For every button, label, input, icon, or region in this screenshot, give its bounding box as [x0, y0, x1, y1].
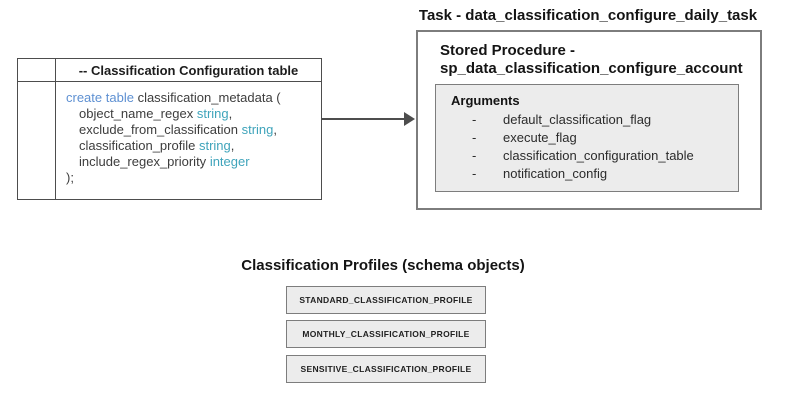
argument-item: - execute_flag	[436, 131, 738, 144]
sql-line-field: include_regex_priority integer	[66, 154, 317, 170]
sql-field-type: integer	[209, 154, 250, 169]
argument-label: classification_configuration_table	[503, 148, 694, 163]
sql-field-name: include_regex_priority	[79, 154, 207, 169]
connector-arrow-head-icon	[404, 112, 415, 126]
task-title: Task - data_classification_configure_dai…	[418, 7, 758, 24]
argument-label: execute_flag	[503, 130, 577, 145]
sql-field-name: object_name_regex	[79, 106, 194, 121]
stored-procedure-title-line1: Stored Procedure -	[440, 42, 576, 59]
sql-field-name: exclude_from_classification	[79, 122, 238, 137]
argument-label: notification_config	[503, 166, 608, 181]
dash-bullet: -	[472, 130, 477, 145]
sql-table-name: classification_metadata (	[137, 90, 281, 105]
sql-line-field: exclude_from_classification string,	[66, 122, 317, 138]
sql-line-create: create table classification_metadata (	[66, 90, 317, 106]
sql-keyword: create table	[66, 90, 134, 105]
sql-line-field: classification_profile string,	[66, 138, 317, 154]
sql-field-sep: ,	[230, 138, 235, 153]
arguments-box: Arguments - default_classification_flag -…	[435, 84, 739, 192]
profile-box-monthly: MONTHLY_CLASSIFICATION_PROFILE	[286, 320, 486, 348]
dash-bullet: -	[472, 166, 477, 181]
profile-box-sensitive: SENSITIVE_CLASSIFICATION_PROFILE	[286, 355, 486, 383]
sql-code-block: create table classification_metadata ( o…	[56, 82, 321, 199]
sql-field-type: string	[198, 138, 231, 153]
sql-line-close: );	[66, 170, 74, 185]
dash-bullet: -	[472, 148, 477, 163]
sql-line-field: object_name_regex string,	[66, 106, 317, 122]
classification-config-table-box: -- Classification Configuration table cr…	[17, 58, 322, 200]
sql-field-type: string	[196, 106, 229, 121]
connector-arrow-line	[322, 118, 405, 120]
stored-procedure-title-line2: sp_data_classification_configure_account	[440, 60, 743, 77]
argument-item: - default_classification_flag	[436, 113, 738, 126]
table-gutter-column	[18, 82, 56, 199]
task-box: Stored Procedure - sp_data_classificatio…	[416, 30, 762, 210]
sql-field-type: string	[241, 122, 274, 137]
argument-item: - notification_config	[436, 167, 738, 180]
sql-field-name: classification_profile	[79, 138, 196, 153]
table-header-label: -- Classification Configuration table	[56, 59, 321, 82]
dash-bullet: -	[472, 112, 477, 127]
table-gutter-header-cell	[18, 59, 56, 82]
profiles-section-title: Classification Profiles (schema objects)	[241, 257, 525, 274]
stored-procedure-title: Stored Procedure - sp_data_classificatio…	[440, 42, 760, 78]
profile-box-standard: STANDARD_CLASSIFICATION_PROFILE	[286, 286, 486, 314]
sql-field-sep: ,	[228, 106, 233, 121]
arguments-title: Arguments	[451, 93, 520, 108]
sql-field-sep: ,	[273, 122, 278, 137]
argument-label: default_classification_flag	[503, 112, 652, 127]
argument-item: - classification_configuration_table	[436, 149, 738, 162]
